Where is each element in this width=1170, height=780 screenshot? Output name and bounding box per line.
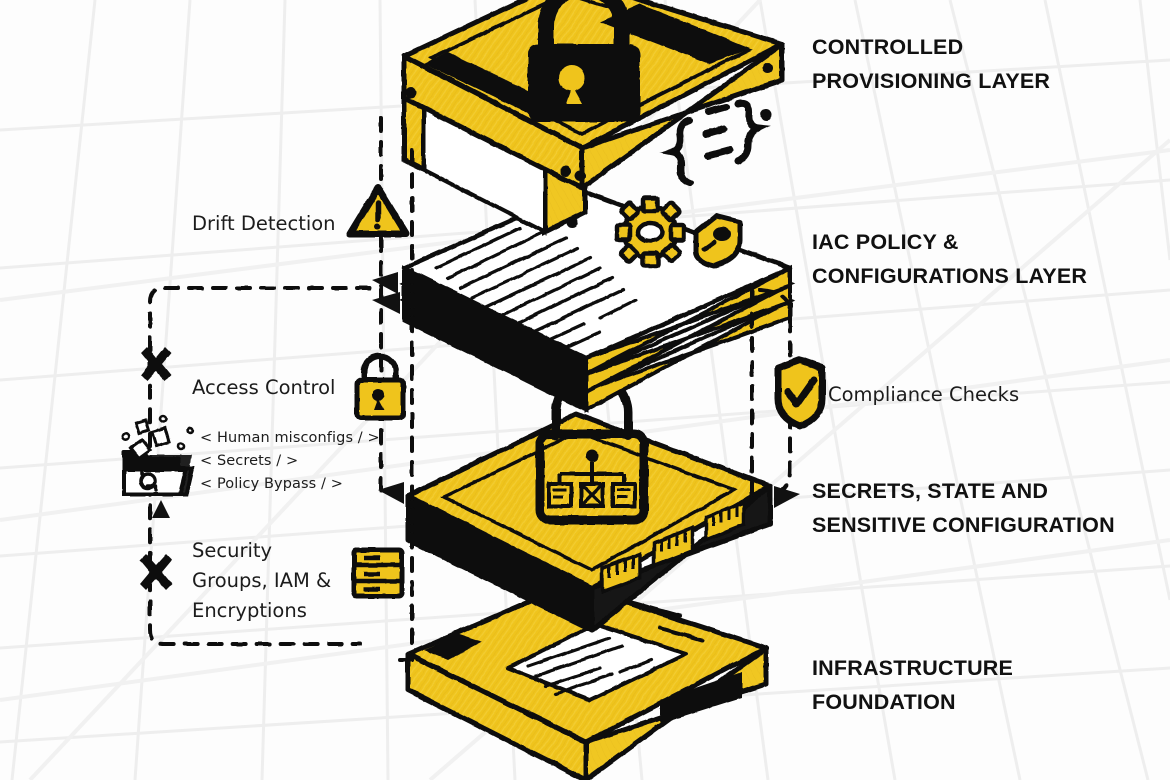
padlock-icon	[528, 0, 640, 122]
server-stack-icon	[351, 547, 405, 599]
layer-title-controlled-provisioning: CONTROLLED PROVISIONING LAYER	[812, 35, 1051, 94]
open-folder-icon	[121, 414, 195, 496]
x-mark-icon-access-control	[141, 347, 171, 381]
x-markers	[140, 347, 172, 590]
server-card-icon	[600, 499, 746, 595]
gear-icon	[614, 195, 687, 269]
x-mark-icon-security-groups	[140, 554, 172, 590]
layer-controlled-provisioning	[401, 0, 785, 237]
shield-check-icon	[774, 356, 826, 430]
layer-title-iac-policy: IAC POLICY & CONFIGURATIONS LAYER	[812, 230, 1088, 289]
risk-tag-secrets: < Secrets / >	[200, 453, 299, 469]
layer-title-infrastructure-foundation: INFRASTRUCTURE FOUNDATION	[812, 656, 1014, 715]
annotation-label-access-control: Access Control	[192, 376, 336, 399]
code-braces-icon	[659, 100, 771, 187]
warning-triangle-icon	[346, 184, 410, 238]
annotation-label-compliance-checks: Compliance Checks	[828, 383, 1020, 406]
layer-title-secrets-state: SECRETS, STATE AND SENSITIVE CONFIGURATI…	[812, 479, 1115, 538]
shield-icon	[693, 213, 743, 269]
layer-secrets-state	[405, 371, 773, 633]
layer-infrastructure-foundation	[405, 570, 769, 780]
layer-iac-policy	[399, 187, 796, 414]
annotation-label-security-groups: Security Groups, IAM & Encryptions	[192, 539, 332, 623]
risk-tag-policy-bypass: < Policy Bypass / >	[200, 476, 343, 492]
annotation-label-drift-detection: Drift Detection	[192, 212, 336, 235]
padlock-keyhole-icon	[354, 353, 406, 421]
risk-tag-human-misconfigs: < Human misconfigs / >	[200, 430, 380, 446]
annotation-icons	[121, 184, 826, 599]
connector-arrowheads	[152, 272, 800, 518]
